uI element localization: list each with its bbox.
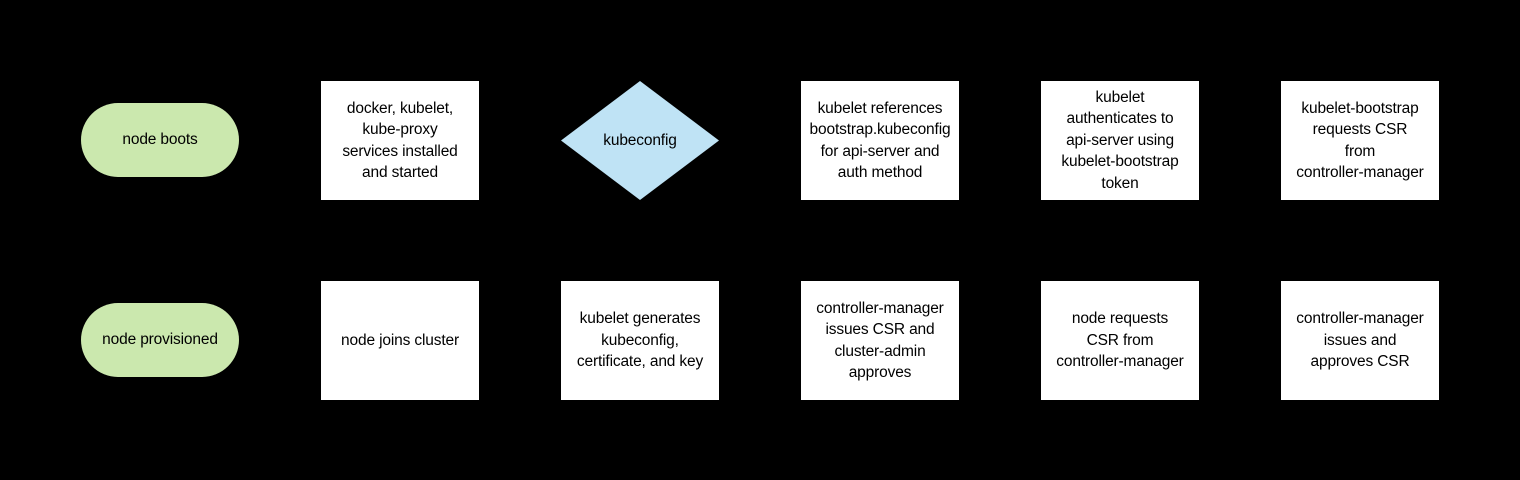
node-requests-csr-box[interactable]: node requests CSR from controller-manage… [1041, 281, 1199, 400]
kubelet-authenticates-label: kubelet authenticates to api-server usin… [1061, 88, 1179, 192]
kubelet-generates-box[interactable]: kubelet generates kubeconfig, certificat… [561, 281, 719, 400]
services-installed-box[interactable]: docker, kubelet, kube-proxy services ins… [321, 81, 479, 200]
kubelet-references-box[interactable]: kubelet references bootstrap.kubeconfig … [801, 81, 959, 200]
kubelet-authenticates-box[interactable]: kubelet authenticates to api-server usin… [1041, 81, 1199, 200]
node-joins-cluster-box[interactable]: node joins cluster [321, 281, 479, 400]
kubelet-references-label: kubelet references bootstrap.kubeconfig … [809, 99, 951, 182]
kubelet-generates-label: kubelet generates kubeconfig, certificat… [576, 310, 704, 371]
cm-issues-csr-label: controller-manager issues CSR and cluste… [816, 299, 944, 382]
node-boots-label: node boots [122, 131, 198, 149]
node-requests-csr-label: node requests CSR from controller-manage… [1056, 310, 1184, 371]
bootstrap-requests-csr-label: kubelet-bootstrap requests CSR from cont… [1296, 99, 1424, 182]
cm-issues-approves-box[interactable]: controller-manager issues and approves C… [1281, 281, 1439, 400]
node-joins-cluster-label: node joins cluster [341, 331, 459, 349]
cm-issues-approves-label: controller-manager issues and approves C… [1296, 310, 1424, 371]
node-provisioned-label: node provisioned [102, 331, 218, 349]
cm-issues-csr-box[interactable]: controller-manager issues CSR and cluste… [801, 281, 959, 400]
node-boots-terminator[interactable]: node boots [81, 103, 239, 177]
bootstrap-requests-csr-box[interactable]: kubelet-bootstrap requests CSR from cont… [1281, 81, 1439, 200]
kubeconfig-decision[interactable]: kubeconfig [561, 81, 719, 200]
node-provisioned-terminator[interactable]: node provisioned [81, 303, 239, 377]
services-installed-label: docker, kubelet, kube-proxy services ins… [342, 99, 458, 182]
kubeconfig-label: kubeconfig [603, 131, 677, 149]
